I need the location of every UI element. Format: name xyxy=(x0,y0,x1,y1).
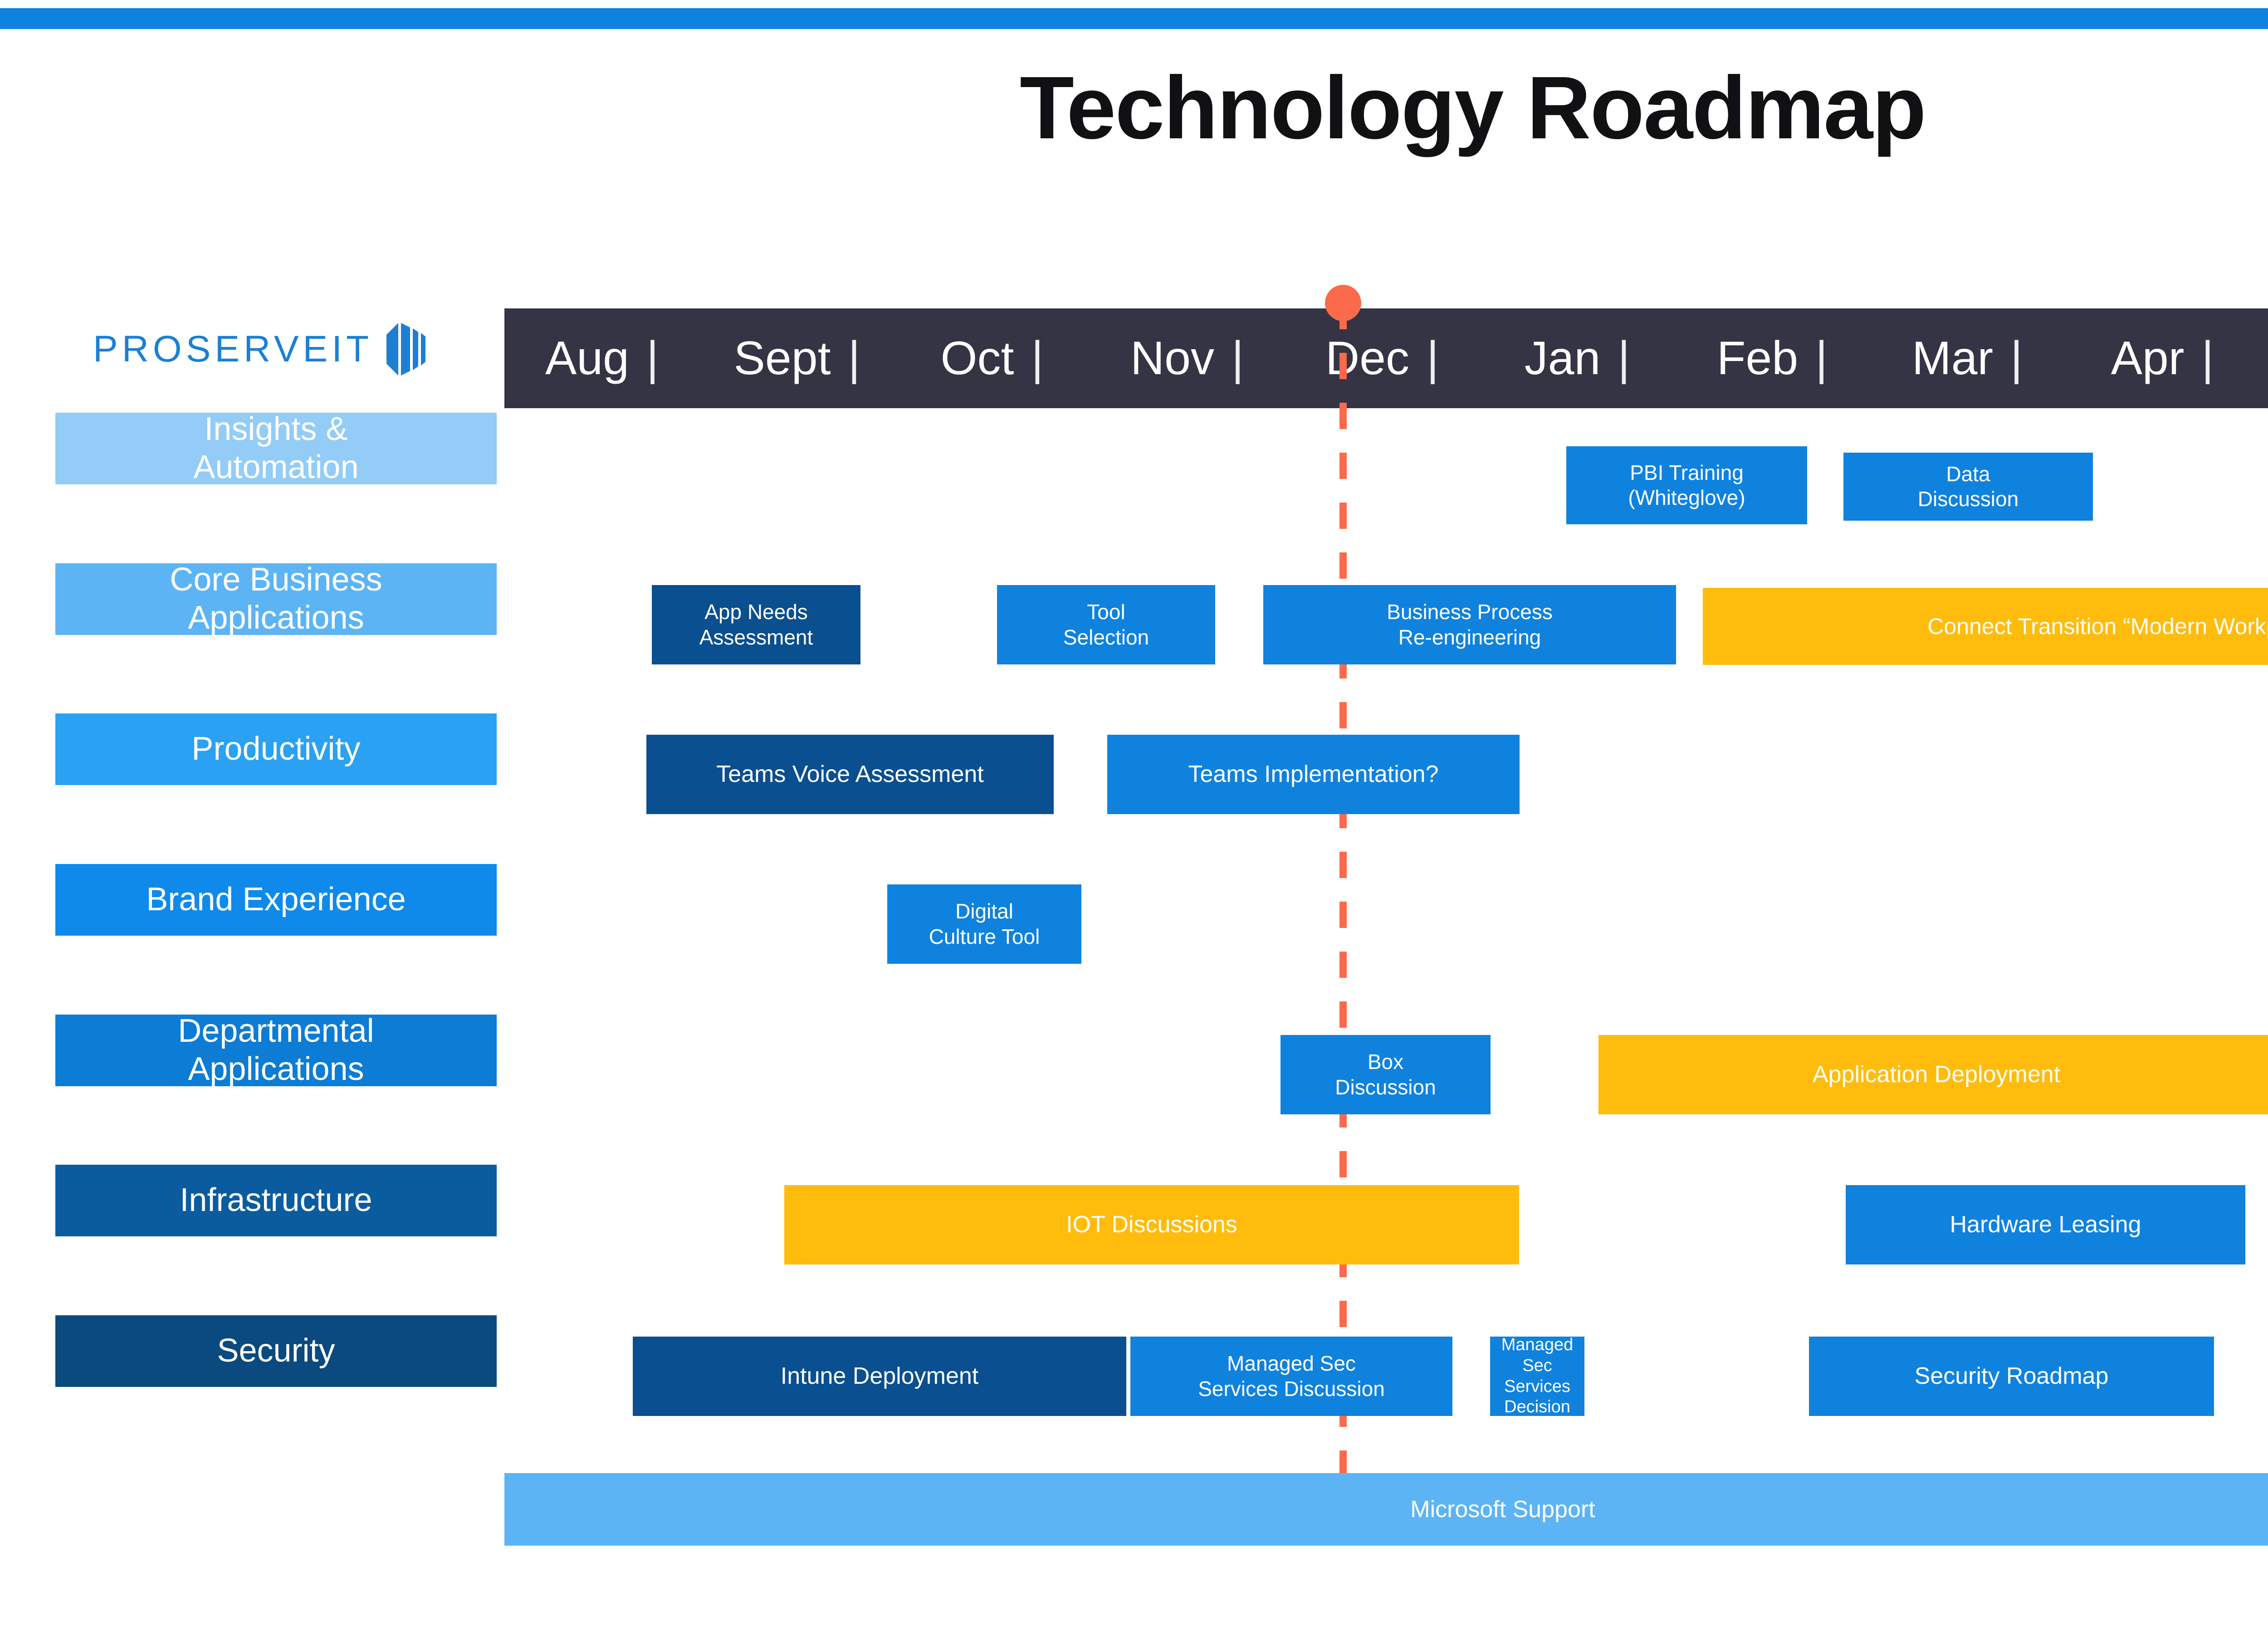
timeline-month-jan[interactable]: Jan | xyxy=(1480,332,1675,386)
month-label: Sept xyxy=(733,332,831,385)
month-separator: | xyxy=(1031,332,1044,385)
swimlane-label: Brand Experience xyxy=(55,864,497,936)
proserveit-diamond-icon xyxy=(385,321,428,377)
roadmap-task-bar[interactable]: Microsoft Support xyxy=(504,1473,2268,1546)
swimlane-label: Productivity xyxy=(55,713,497,785)
month-label: Feb xyxy=(1716,332,1799,385)
timeline-month-apr[interactable]: Apr | xyxy=(2065,332,2260,386)
month-label: Mar xyxy=(1911,332,1994,385)
roadmap-task-bar[interactable]: Hardware Leasing xyxy=(1846,1185,2245,1264)
timeline-month-oct[interactable]: Oct | xyxy=(894,332,1090,386)
swimlane-label: Security xyxy=(55,1315,497,1387)
month-separator: | xyxy=(848,332,860,385)
roadmap-task-bar[interactable]: Intune Deployment xyxy=(633,1337,1126,1416)
swimlane-label: Insights &Automation xyxy=(55,411,497,485)
month-label: Jan xyxy=(1524,332,1601,385)
timeline-month-dec[interactable]: Dec | xyxy=(1285,332,1480,386)
roadmap-task-bar[interactable]: Teams Implementation? xyxy=(1107,735,1520,814)
month-separator: | xyxy=(2201,332,2214,385)
month-label: Nov xyxy=(1130,332,1214,385)
timeline-month-mar[interactable]: Mar | xyxy=(1870,332,2065,386)
month-label: Aug xyxy=(545,332,630,385)
timeline-header: Aug | Sept | Oct | Nov | Dec | Jan | Feb | Mar | Apr | May… xyxy=(504,308,2268,408)
top-accent-bar xyxy=(0,8,2268,29)
month-separator: | xyxy=(1426,332,1439,385)
month-separator: | xyxy=(646,332,659,385)
timeline-month-may[interactable]: May| xyxy=(2260,332,2268,386)
brand-wordmark: PROSERVEIT xyxy=(93,328,373,370)
month-separator: | xyxy=(2010,332,2023,385)
brand-logo: PROSERVEIT xyxy=(93,317,497,381)
roadmap-task-bar[interactable]: Teams Voice Assessment xyxy=(646,735,1054,814)
month-label: Apr xyxy=(2111,332,2185,385)
month-label: Oct xyxy=(940,332,1014,385)
month-separator: | xyxy=(1815,332,1828,385)
roadmap-task-bar[interactable]: Application Deployment xyxy=(1598,1035,2268,1114)
roadmap-task-bar[interactable]: IOT Discussions xyxy=(784,1185,1519,1264)
roadmap-task-bar[interactable]: Security Roadmap xyxy=(1809,1337,2214,1416)
timeline-month-aug[interactable]: Aug | xyxy=(504,332,699,386)
month-separator: | xyxy=(1618,332,1630,385)
timeline-month-sept[interactable]: Sept | xyxy=(699,332,894,386)
timeline-month-feb[interactable]: Feb | xyxy=(1675,332,1870,386)
page-title: Technology Roadmap xyxy=(1020,58,1926,157)
month-label: Dec xyxy=(1325,332,1409,385)
month-separator: | xyxy=(1231,332,1244,385)
today-marker-line xyxy=(1339,303,1347,1491)
roadmap-task-bar[interactable]: Connect Transition “Modern Workplace Imp… xyxy=(1703,588,2268,665)
timeline-month-nov[interactable]: Nov | xyxy=(1090,332,1285,386)
swimlane-label: Infrastructure xyxy=(55,1165,497,1236)
roadmap-task-bar[interactable]: PBI Training(Whiteglove) xyxy=(1566,446,1807,524)
